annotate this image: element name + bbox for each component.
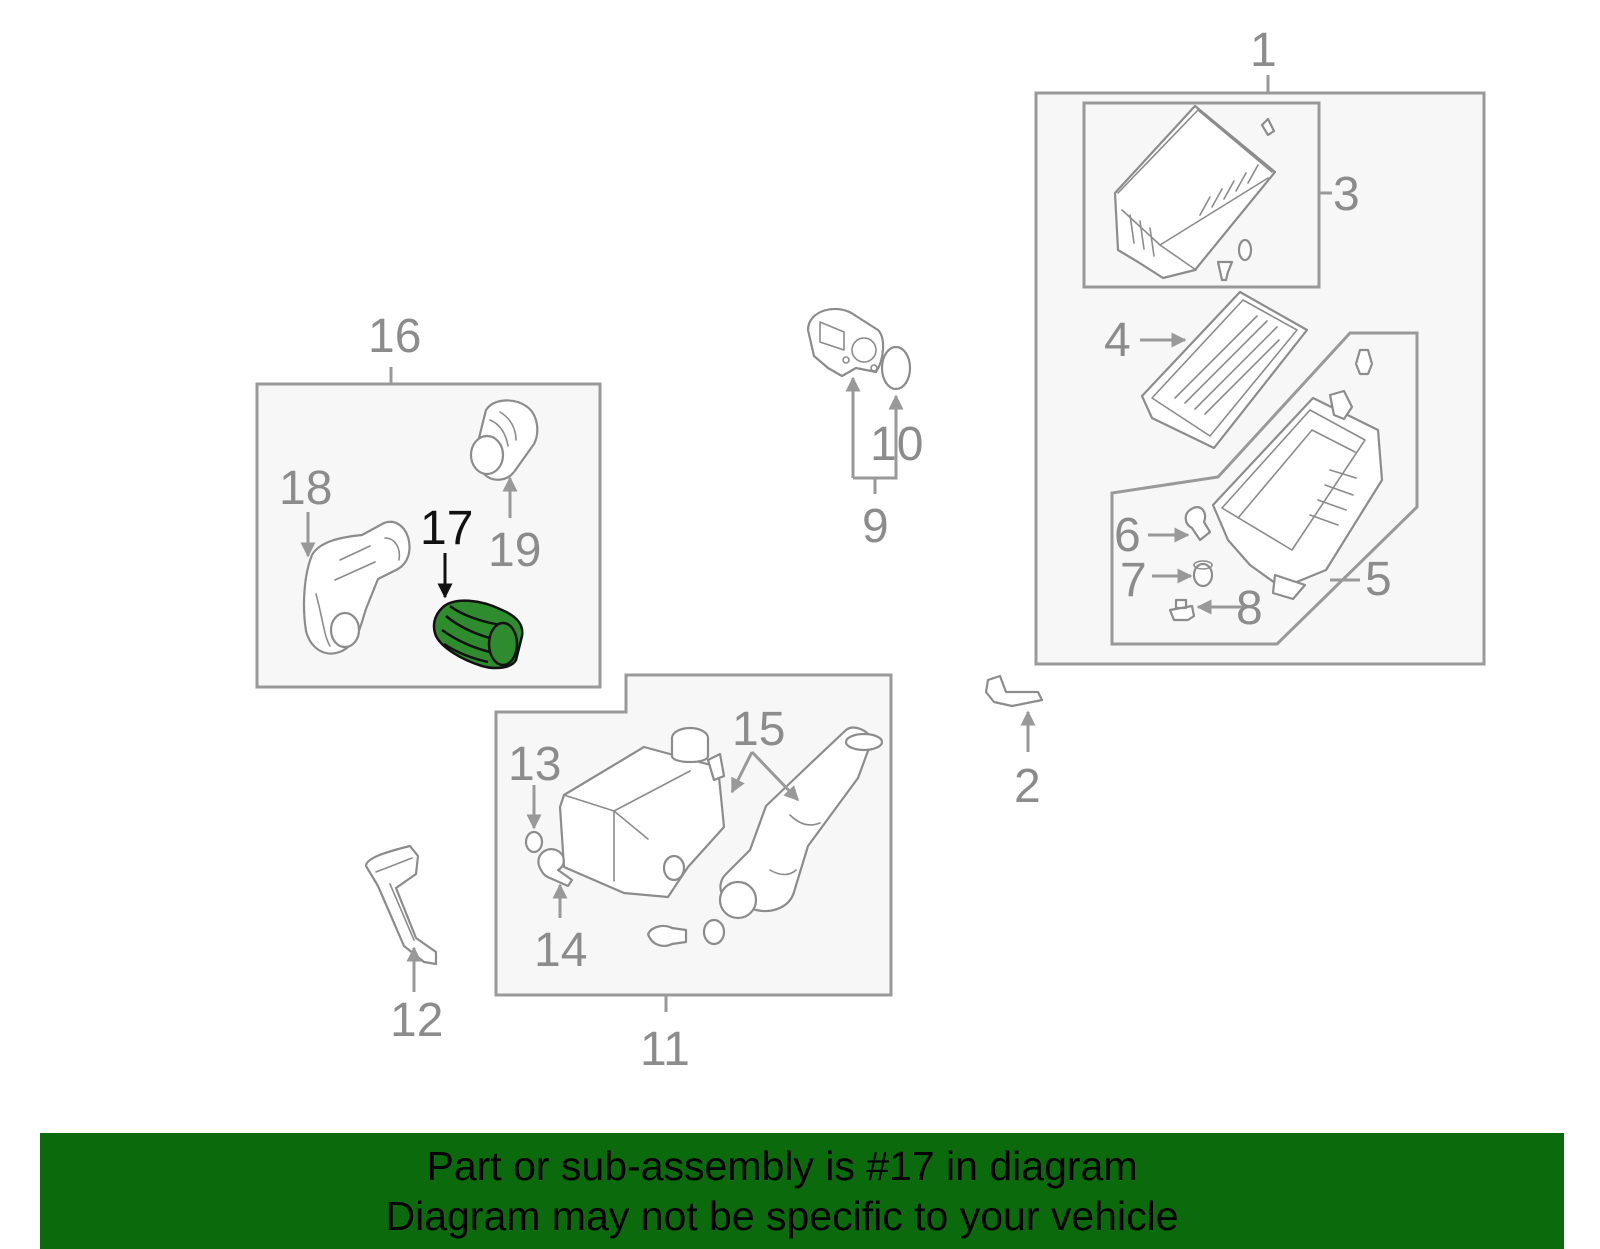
callout-15[interactable]: 15: [732, 703, 785, 756]
callout-1[interactable]: 1: [1250, 24, 1277, 77]
clip-13-part[interactable]: [524, 830, 544, 854]
callout-2[interactable]: 2: [1014, 760, 1041, 813]
banner-line-1: Part or sub-assembly is #17 in diagram: [426, 1143, 1138, 1189]
air-filter-element-part[interactable]: [1140, 290, 1309, 450]
callout-6[interactable]: 6: [1114, 509, 1141, 562]
o-ring-10-part[interactable]: [880, 345, 912, 391]
callout-13[interactable]: 13: [508, 738, 561, 791]
assembly-11-group: 11 15 13 14: [494, 673, 893, 1076]
info-banner: Part or sub-assembly is #17 in diagram D…: [40, 1133, 1564, 1249]
callout-11[interactable]: 11: [640, 1023, 690, 1076]
callout-16[interactable]: 16: [368, 310, 421, 363]
intake-elbow-19-part[interactable]: [469, 399, 539, 481]
callout-19[interactable]: 19: [488, 524, 541, 577]
assembly-16-group: 16 18 19 17: [255, 310, 602, 689]
callout-5[interactable]: 5: [1365, 553, 1392, 606]
callout-8[interactable]: 8: [1236, 582, 1263, 635]
callout-7[interactable]: 7: [1120, 554, 1147, 607]
callout-10[interactable]: 10: [870, 418, 923, 471]
callout-17[interactable]: 17: [420, 502, 473, 555]
bracket-2-part[interactable]: [984, 674, 1044, 708]
callout-12[interactable]: 12: [390, 994, 443, 1047]
bracket-12-part[interactable]: [364, 844, 438, 966]
clamp-14-part[interactable]: [537, 848, 574, 888]
parts-diagram: 1 3 4: [255, 24, 1486, 1076]
mass-airflow-sensor-9-part[interactable]: [806, 307, 885, 378]
air-cleaner-housing-part[interactable]: [1211, 348, 1384, 601]
bracket-12-group: 12: [364, 844, 443, 1047]
assembly-1-group: 1 3 4: [1034, 24, 1486, 666]
callout-14[interactable]: 14: [534, 924, 587, 977]
callout-9[interactable]: 9: [862, 500, 889, 553]
callout-18[interactable]: 18: [279, 462, 332, 515]
callout-3[interactable]: 3: [1333, 168, 1360, 221]
fastener-part[interactable]: [646, 924, 688, 947]
intake-duct-18-part[interactable]: [302, 520, 411, 655]
clip-6-part[interactable]: [1184, 506, 1212, 542]
air-cleaner-cover-part[interactable]: [1113, 104, 1277, 282]
bracket-2-group: 2: [984, 674, 1044, 813]
banner-line-2: Diagram may not be specific to your vehi…: [385, 1193, 1179, 1239]
intake-hose-17-part[interactable]: [432, 599, 524, 670]
air-inlet-duct-15-part[interactable]: [718, 726, 884, 920]
resonator-15-part[interactable]: [558, 726, 726, 899]
callout-4[interactable]: 4: [1104, 314, 1131, 367]
grommet-part[interactable]: [702, 918, 726, 946]
bolt-8-part[interactable]: [1168, 598, 1196, 622]
sensor-9-10-group: 9 10: [806, 307, 923, 553]
grommet-7-part[interactable]: [1192, 560, 1214, 588]
